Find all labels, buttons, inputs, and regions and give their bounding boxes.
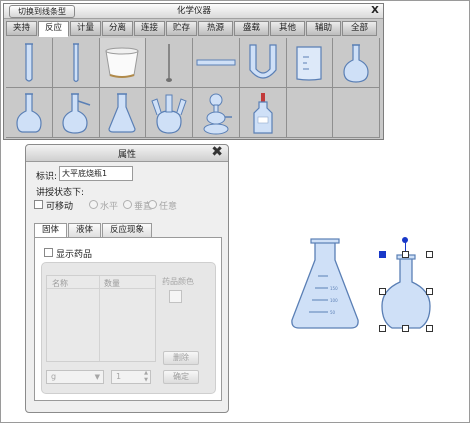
confirm-button[interactable]: 确定 xyxy=(163,370,199,384)
switch-style-button[interactable]: 切换到线条型 xyxy=(9,5,75,18)
radio-any-label: 任意 xyxy=(159,202,178,212)
instrument-three-neck-flask[interactable] xyxy=(146,88,193,138)
tab-storage[interactable]: 贮存 xyxy=(166,21,197,36)
tab-all[interactable]: 全部 xyxy=(342,21,377,36)
tab-container[interactable]: 盛载 xyxy=(234,21,269,36)
slim-test-tube-icon xyxy=(72,42,79,82)
conical-flask-icon xyxy=(108,92,136,133)
instrument-crucible[interactable] xyxy=(99,38,147,88)
instrument-toolbar: 切换到线条型 化学仪器 X 夹持 反应 计量 分离 连接 贮存 热源 盛载 其他… xyxy=(3,3,384,140)
category-tabs: 夹持 反应 计量 分离 连接 贮存 热源 盛载 其他 辅助 全部 xyxy=(6,21,378,37)
selection-handle-right[interactable] xyxy=(426,288,433,295)
instrument-conical-flask[interactable] xyxy=(99,88,147,138)
round-bottom-flask-icon xyxy=(343,43,369,83)
instrument-distillation-flask[interactable] xyxy=(52,88,100,138)
list-header-divider xyxy=(47,288,155,289)
distillation-flask-icon xyxy=(62,92,90,134)
instrument-glass-tube[interactable] xyxy=(193,38,240,88)
tab-liquid[interactable]: 液体 xyxy=(68,223,102,238)
toolbar-title: 化学仪器 xyxy=(176,6,211,16)
quantity-value: 1 xyxy=(116,372,122,381)
instrument-grid xyxy=(6,38,380,138)
movable-checkbox[interactable] xyxy=(34,200,43,209)
column-amount-header: 数量 xyxy=(104,279,120,288)
reagent-bottle-icon xyxy=(253,92,273,134)
instrument-reagent-bottle[interactable] xyxy=(239,88,287,138)
state-label: 讲授状态下: xyxy=(36,188,85,198)
svg-text:100: 100 xyxy=(330,298,338,303)
rotate-handle[interactable] xyxy=(402,237,408,243)
workspace-conical-flask[interactable]: 150 100 50 xyxy=(288,236,362,332)
radio-vertical-label: 垂直 xyxy=(134,202,153,212)
selection-handle-bottom-left[interactable] xyxy=(379,325,386,332)
tab-auxiliary[interactable]: 辅助 xyxy=(306,21,341,36)
glass-tube-icon xyxy=(196,59,236,65)
selection-handle-bottom[interactable] xyxy=(402,325,409,332)
instrument-combustion-spoon[interactable] xyxy=(146,38,193,88)
quantity-stepper[interactable]: 1 ▲ ▼ xyxy=(111,370,151,384)
rotate-handle-line xyxy=(405,242,406,254)
combustion-spoon-icon xyxy=(166,43,173,82)
svg-text:50: 50 xyxy=(330,310,336,315)
instrument-flat-bottom-flask[interactable] xyxy=(6,88,53,138)
unit-select-value: g xyxy=(51,372,57,381)
tab-clamp[interactable]: 夹持 xyxy=(6,21,37,36)
dialog-title: 属性 xyxy=(117,150,136,160)
id-label: 标识: xyxy=(36,172,58,182)
stepper-up-icon[interactable]: ▲ xyxy=(144,370,148,376)
chevron-down-icon: ▼ xyxy=(94,373,100,381)
three-neck-flask-icon xyxy=(151,94,187,134)
tab-separate[interactable]: 分离 xyxy=(102,21,133,36)
flat-bottom-flask-icon xyxy=(16,92,42,133)
movable-label: 可移动 xyxy=(46,202,74,212)
instrument-kipp-generator[interactable] xyxy=(193,88,240,138)
instrument-round-bottom-flask[interactable] xyxy=(333,38,380,88)
instrument-empty-slot xyxy=(286,88,334,138)
tab-connect[interactable]: 连接 xyxy=(134,21,165,36)
list-column-divider xyxy=(99,276,100,361)
id-field[interactable]: 大平底烧瓶1 xyxy=(59,166,133,181)
properties-dialog: 属性 ✖ 标识: 大平底烧瓶1 讲授状态下: 可移动 水平 垂直 任意 固体 液… xyxy=(25,144,229,413)
radio-vertical[interactable] xyxy=(123,200,132,209)
toolbar-close-button[interactable]: X xyxy=(371,5,379,16)
radio-horizontal-label: 水平 xyxy=(100,202,119,212)
radio-any[interactable] xyxy=(148,200,157,209)
toolbar-titlebar: 切换到线条型 化学仪器 X xyxy=(4,4,383,19)
tab-reaction-phenomenon[interactable]: 反应现象 xyxy=(102,223,153,238)
instrument-u-tube[interactable] xyxy=(239,38,287,88)
tab-heat-source[interactable]: 热源 xyxy=(198,21,233,36)
delete-button[interactable]: 删除 xyxy=(163,351,199,365)
unit-select[interactable]: g ▼ xyxy=(46,370,104,384)
selection-handle-top[interactable] xyxy=(402,251,409,258)
show-drug-checkbox[interactable] xyxy=(44,248,53,257)
tab-other[interactable]: 其他 xyxy=(270,21,305,36)
selection-handle-top-right[interactable] xyxy=(426,251,433,258)
drug-color-swatch[interactable] xyxy=(169,290,182,303)
instrument-slim-test-tube[interactable] xyxy=(52,38,100,88)
close-icon[interactable]: ✖ xyxy=(211,144,223,160)
column-name-header: 名称 xyxy=(52,279,68,288)
svg-text:150: 150 xyxy=(330,286,338,291)
selection-handle-top-left[interactable] xyxy=(379,251,386,258)
u-tube-icon xyxy=(249,43,277,79)
instrument-empty-slot xyxy=(333,88,380,138)
show-drug-label: 显示药品 xyxy=(56,250,93,260)
kipp-generator-icon xyxy=(203,93,232,134)
selection-handle-left[interactable] xyxy=(379,288,386,295)
crucible-icon xyxy=(105,47,139,78)
dialog-titlebar[interactable]: 属性 ✖ xyxy=(26,145,228,162)
tab-measure[interactable]: 计量 xyxy=(70,21,101,36)
instrument-beaker[interactable] xyxy=(286,38,334,88)
test-tube-icon xyxy=(24,42,33,82)
radio-horizontal[interactable] xyxy=(89,200,98,209)
stepper-down-icon[interactable]: ▼ xyxy=(144,377,148,383)
beaker-icon xyxy=(296,45,322,81)
selection-handle-bottom-right[interactable] xyxy=(426,325,433,332)
drug-color-label: 药品颜色 xyxy=(162,277,194,286)
instrument-test-tube[interactable] xyxy=(6,38,53,88)
drug-list[interactable]: 名称 数量 xyxy=(46,275,156,362)
dialog-tabs: 固体 液体 反应现象 xyxy=(34,223,153,239)
tab-reaction[interactable]: 反应 xyxy=(38,21,69,37)
